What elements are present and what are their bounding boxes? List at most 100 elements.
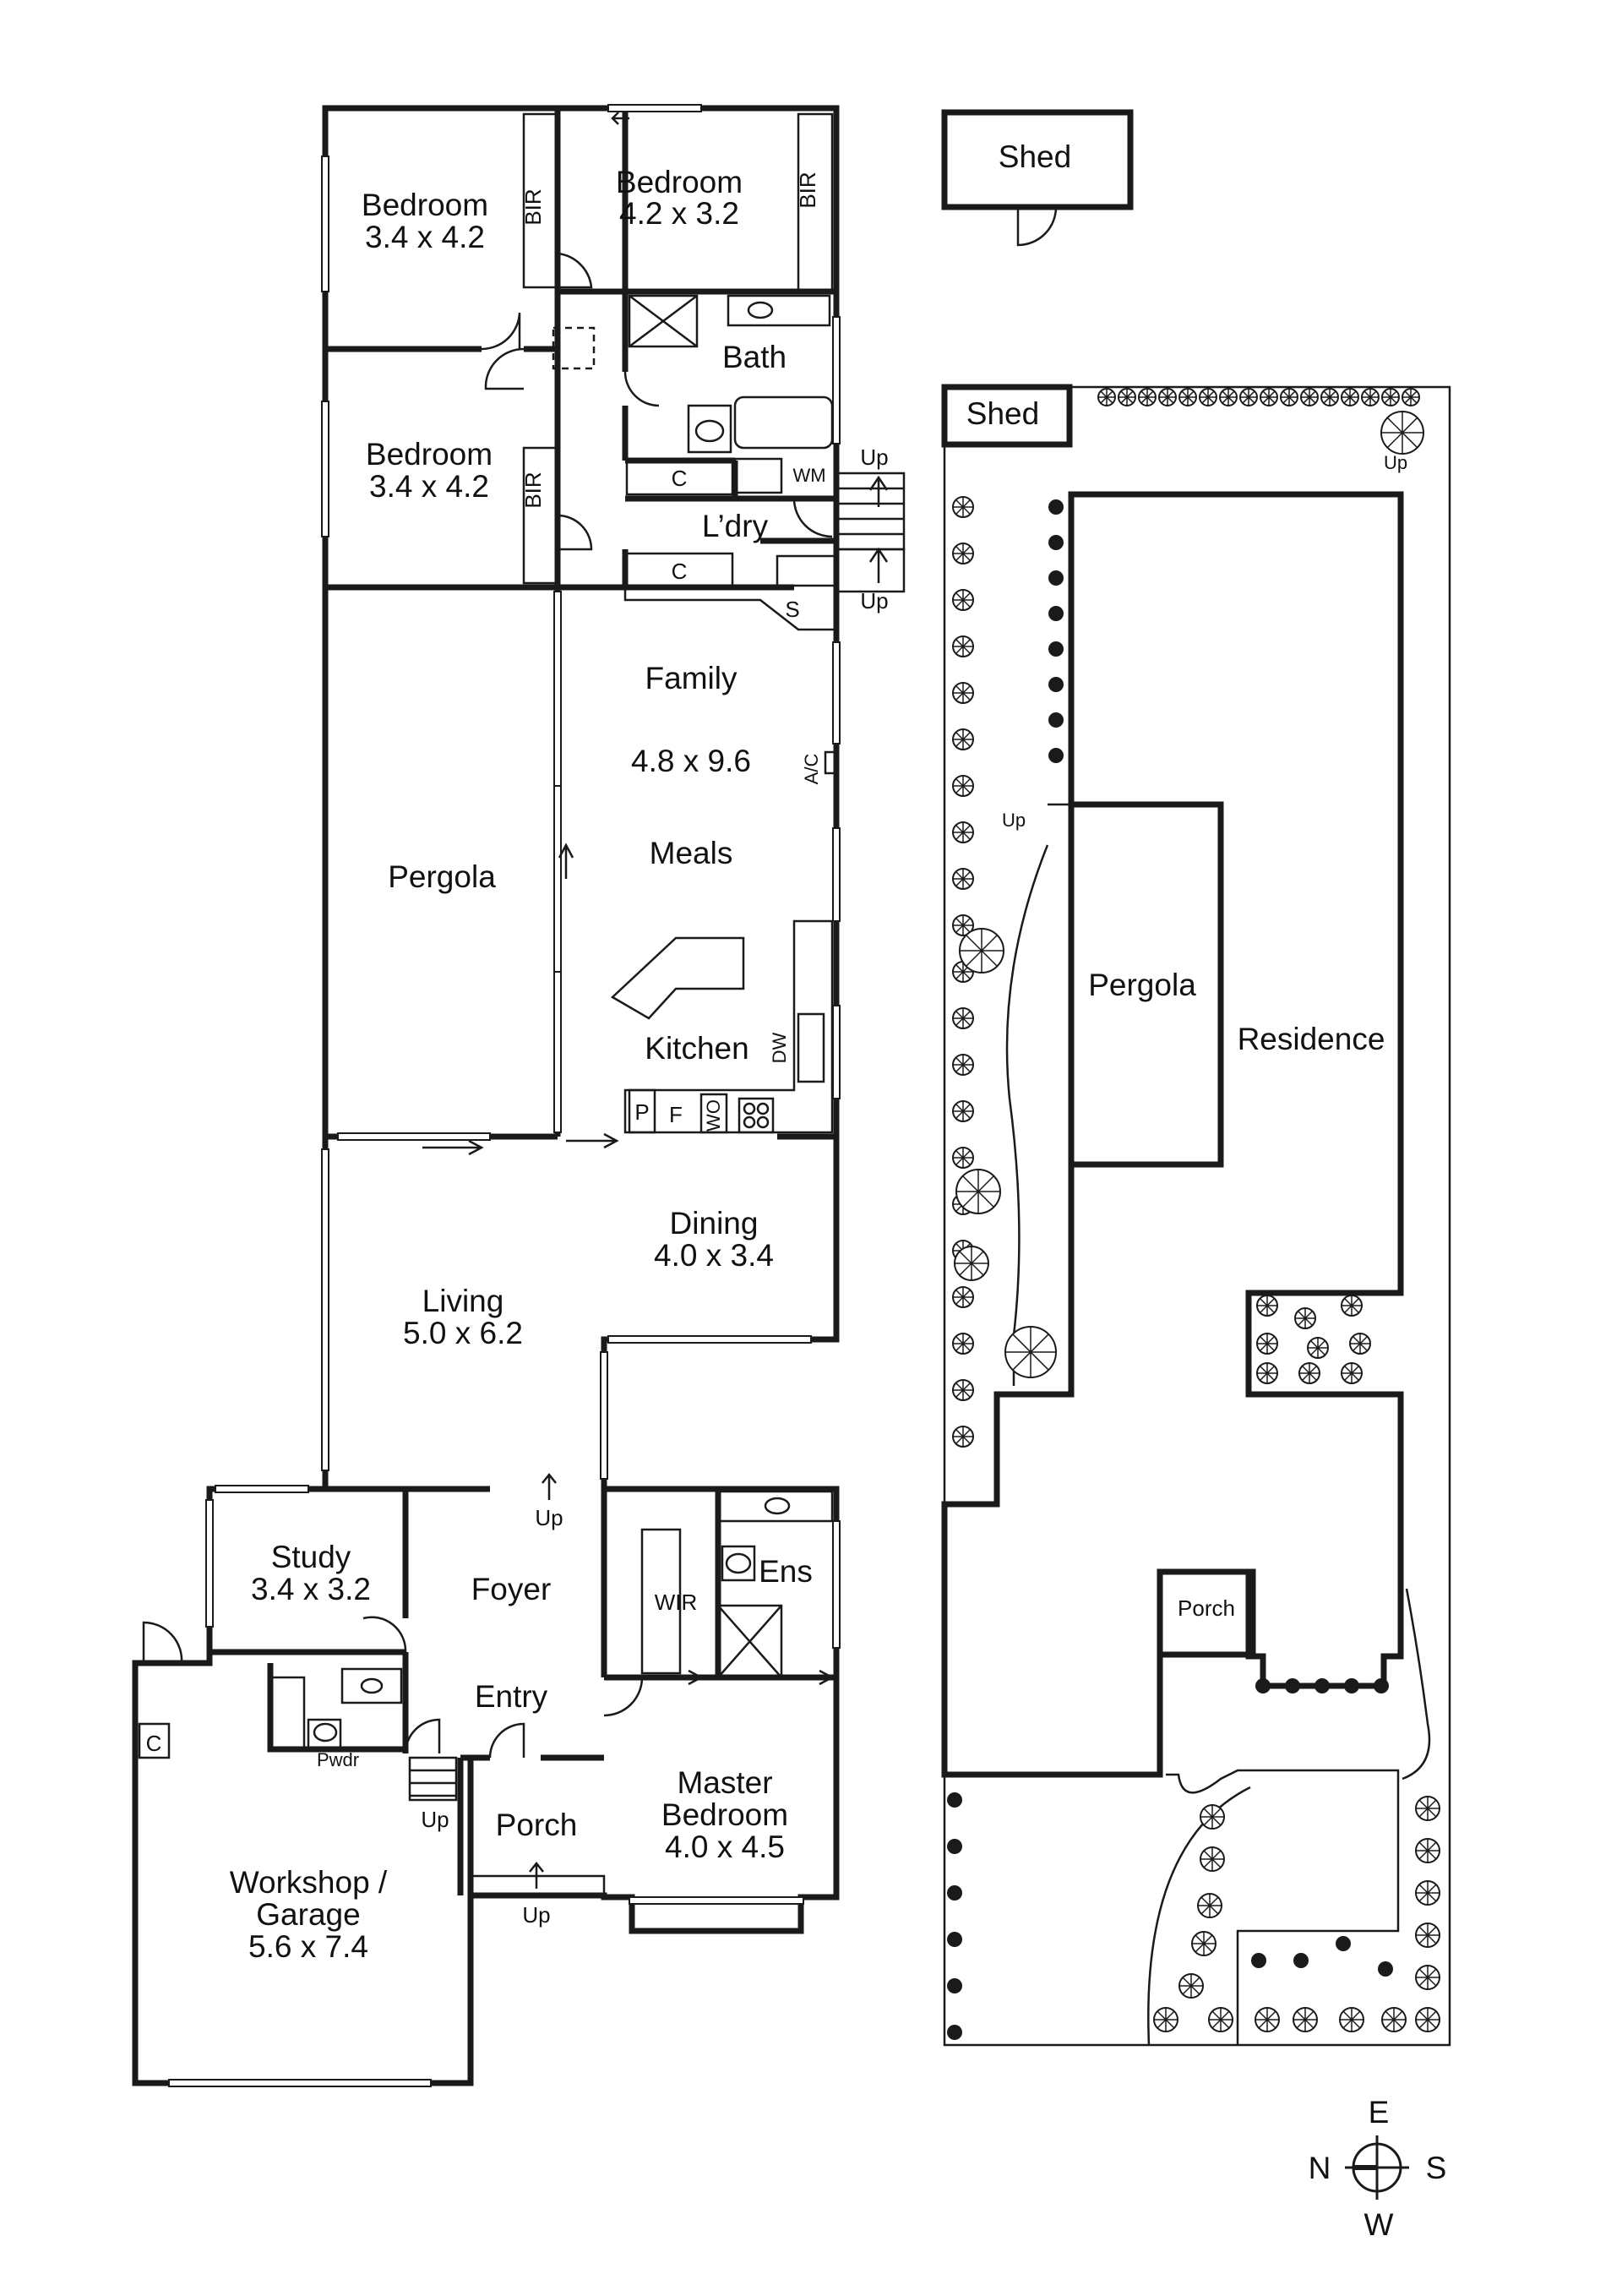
vanity bbox=[727, 294, 831, 327]
room-size: 4.2 x 3.2 bbox=[619, 196, 739, 231]
room-name: L’dry bbox=[702, 509, 769, 543]
shrub-icon bbox=[1048, 570, 1064, 586]
room-name: Dining bbox=[670, 1206, 759, 1241]
built-in-robe bbox=[522, 446, 558, 585]
shrub-icon bbox=[1048, 606, 1064, 621]
laundry-trough bbox=[776, 554, 836, 587]
shrub-icon bbox=[1293, 1953, 1309, 1968]
basin-icon bbox=[764, 1497, 791, 1515]
shrub-icon bbox=[1378, 1961, 1393, 1977]
shrub-icon bbox=[1048, 641, 1064, 657]
window bbox=[832, 641, 841, 744]
basin-icon bbox=[360, 1677, 384, 1694]
room-name: Study bbox=[271, 1540, 351, 1574]
site-boundary bbox=[943, 385, 1451, 2047]
shrub-icon bbox=[1374, 1678, 1389, 1693]
living-dining-walls bbox=[325, 1339, 607, 1492]
shrub-icon bbox=[1048, 677, 1064, 692]
window bbox=[553, 971, 562, 1133]
shrub-icon bbox=[1285, 1678, 1300, 1693]
shed-label: Shed bbox=[999, 139, 1071, 174]
doors bbox=[142, 252, 833, 1759]
arrow-icon bbox=[611, 112, 629, 125]
window bbox=[607, 104, 702, 112]
cupboard-label: C bbox=[672, 466, 688, 491]
arrow-icon bbox=[566, 1132, 619, 1149]
room-name: WIR bbox=[655, 1590, 698, 1615]
shrub-icon bbox=[1251, 1953, 1266, 1968]
shower-icon bbox=[628, 294, 699, 348]
room-size: 4.8 x 9.6 bbox=[631, 744, 751, 778]
compass-north: N bbox=[1309, 2151, 1331, 2185]
shrub-icon bbox=[1048, 535, 1064, 550]
room-size: 4.0 x 4.5 bbox=[665, 1830, 785, 1864]
rear-stairs bbox=[836, 472, 906, 593]
stairs-up-label: Up bbox=[535, 1505, 563, 1530]
room-name: Garage bbox=[256, 1897, 360, 1932]
window bbox=[832, 316, 841, 444]
bathtub-icon bbox=[733, 395, 834, 450]
compass-east: E bbox=[1369, 2095, 1390, 2130]
shrub-icon bbox=[1255, 1678, 1271, 1693]
site-up-label: Up bbox=[1002, 810, 1026, 831]
arrow-icon bbox=[659, 1669, 704, 1686]
fridge-label: F bbox=[669, 1102, 683, 1127]
room-name: Foyer bbox=[471, 1572, 552, 1606]
stairs-up-label: Up bbox=[860, 588, 888, 614]
cupboard bbox=[625, 459, 734, 496]
floor-plan: BIR BIR BIR C WM C S Up Up bbox=[132, 104, 906, 2087]
room-name: Kitchen bbox=[645, 1031, 748, 1066]
shrub-icon bbox=[947, 1885, 962, 1901]
toilet-icon bbox=[307, 1718, 342, 1751]
room-name: Ens bbox=[759, 1554, 813, 1589]
room-name: Family bbox=[645, 661, 738, 695]
window bbox=[832, 1005, 841, 1099]
basin-icon bbox=[747, 301, 774, 319]
cupboard bbox=[625, 552, 734, 589]
shed: Shed bbox=[941, 109, 1134, 247]
window bbox=[321, 401, 329, 537]
shrub-icon bbox=[1048, 748, 1064, 763]
built-in-robe bbox=[797, 112, 834, 293]
room-size: 4.0 x 3.4 bbox=[654, 1238, 774, 1273]
compass-south: S bbox=[1426, 2151, 1447, 2185]
site-shed-label: Shed bbox=[966, 396, 1039, 431]
room-name: Bedroom bbox=[616, 165, 743, 199]
room-size: 3.4 x 4.2 bbox=[369, 469, 489, 504]
driveway-curve bbox=[1147, 1786, 1251, 2046]
stairs-up-label: Up bbox=[421, 1807, 449, 1832]
shrub-icon bbox=[947, 1978, 962, 1993]
room-name: Bedroom bbox=[661, 1797, 788, 1832]
bay-window bbox=[629, 1896, 804, 1905]
shrub-icon bbox=[1314, 1678, 1330, 1693]
room-name: Porch bbox=[496, 1808, 578, 1842]
window bbox=[553, 785, 562, 973]
cupboard-label: C bbox=[672, 559, 688, 584]
cupboard bbox=[138, 1722, 171, 1759]
bir-label: BIR bbox=[520, 472, 546, 508]
room-name: Workshop / bbox=[230, 1865, 388, 1900]
room-name: Pergola bbox=[388, 859, 496, 894]
window bbox=[832, 1520, 841, 1649]
arrow-icon bbox=[786, 1669, 835, 1686]
window bbox=[600, 1351, 608, 1480]
shower-icon bbox=[716, 1604, 783, 1679]
shrub-icon bbox=[1048, 712, 1064, 728]
compass-west: W bbox=[1364, 2207, 1394, 2242]
room-name: Meals bbox=[650, 836, 733, 870]
stairs-up-label: Up bbox=[860, 444, 888, 470]
site-plan: Shed Pergola Residence Porch Up Up bbox=[941, 384, 1451, 2047]
room-name: Entry bbox=[475, 1679, 548, 1714]
shrub-icon bbox=[947, 1839, 962, 1854]
toilet-icon bbox=[687, 404, 732, 454]
site-porch bbox=[1157, 1568, 1256, 1658]
window bbox=[607, 1335, 812, 1344]
room-name: Living bbox=[422, 1284, 504, 1318]
pantry bbox=[628, 1088, 656, 1134]
window bbox=[553, 591, 562, 787]
site-pergola-label: Pergola bbox=[1088, 968, 1196, 1002]
side-path bbox=[1402, 1588, 1431, 1781]
ensuite-vanity bbox=[716, 1490, 834, 1523]
room-name: Master bbox=[677, 1765, 772, 1800]
dw-label: DW bbox=[769, 1032, 790, 1063]
